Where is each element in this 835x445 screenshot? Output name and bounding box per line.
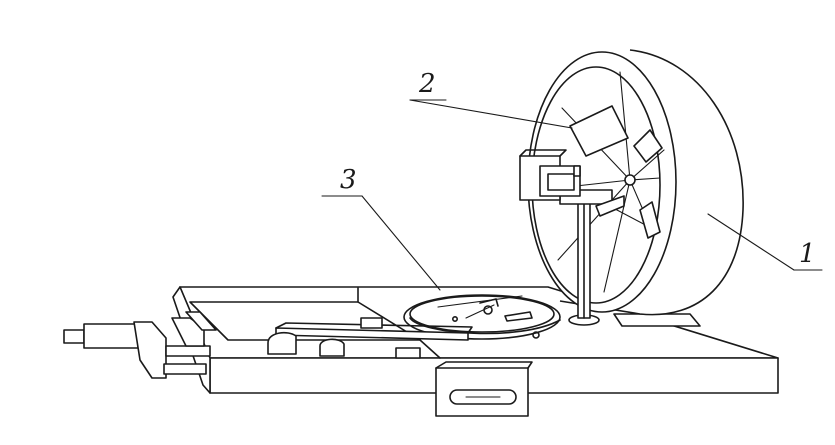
- front-slide-block: [435, 361, 533, 417]
- leader-3: [361, 195, 441, 291]
- drum-blade: [633, 129, 663, 163]
- callout-leaders: [321, 99, 823, 291]
- leader-1: [707, 213, 795, 271]
- callout-label-1: 1: [799, 239, 816, 269]
- drum-pad: [613, 313, 701, 327]
- slider-rail: [267, 317, 473, 359]
- drum-hub: [624, 174, 636, 186]
- vertical-stand: [519, 149, 625, 326]
- sample-plate: [569, 105, 629, 157]
- rotating-drum: [527, 49, 744, 316]
- callout-label-2: 2: [418, 69, 436, 99]
- disk-turntable: [403, 294, 561, 340]
- leader-2: [409, 99, 573, 129]
- drum-blade: [639, 201, 661, 239]
- callout-label-3: 3: [340, 165, 357, 195]
- handle-assembly: [63, 311, 217, 379]
